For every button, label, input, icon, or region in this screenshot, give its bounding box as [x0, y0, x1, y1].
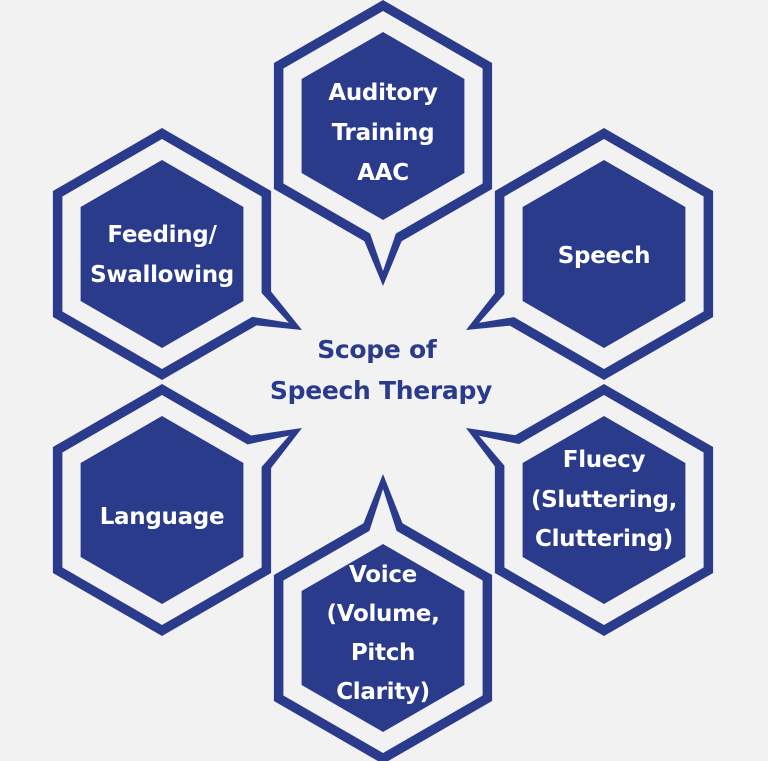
node-label-line: Feeding/ [107, 222, 217, 248]
node-label: Speech [558, 243, 650, 269]
node-label-line: AAC [357, 160, 409, 186]
node-speech: Speech [466, 128, 714, 380]
node-feeding-swallowing: Feeding/Swallowing [52, 128, 302, 380]
node-label-line: Clarity) [336, 679, 430, 705]
node-label: Feeding/Swallowing [90, 222, 234, 288]
node-label-line: Speech [558, 243, 650, 269]
node-inner-hexagon [301, 544, 465, 732]
node-label-line: Training [332, 120, 435, 146]
node-inner-hexagon [80, 160, 244, 348]
node-label-line: Auditory [328, 80, 438, 106]
node-pointer-gap [360, 489, 406, 560]
node-label-line: Language [100, 504, 225, 530]
node-label-line: (Sluttering, [531, 487, 677, 513]
node-label-line: Fluecy [563, 447, 646, 473]
node-pointer-gap [360, 204, 406, 271]
center-title-line-1: Scope of [317, 335, 438, 364]
node-label-line: Voice [349, 562, 417, 588]
node-label-line: Pitch [351, 640, 415, 666]
center-title: Scope of Speech Therapy [270, 335, 492, 405]
node-fluency: Fluecy (Sluttering, Cluttering) [466, 384, 714, 636]
node-inner-hexagon [80, 416, 244, 604]
node-language: Language [52, 384, 302, 636]
node-label-line: (Volume, [326, 601, 439, 627]
node-label-line: Swallowing [90, 262, 234, 288]
node-inner-hexagon [522, 416, 686, 604]
node-inner-hexagon [522, 160, 686, 348]
center-title-line-2: Speech Therapy [270, 376, 492, 405]
node-label: Fluecy (Sluttering, Cluttering) [531, 447, 677, 552]
node-inner-hexagon [301, 32, 465, 220]
node-label-line: Cluttering) [535, 526, 673, 552]
node-label: Language [100, 504, 225, 530]
